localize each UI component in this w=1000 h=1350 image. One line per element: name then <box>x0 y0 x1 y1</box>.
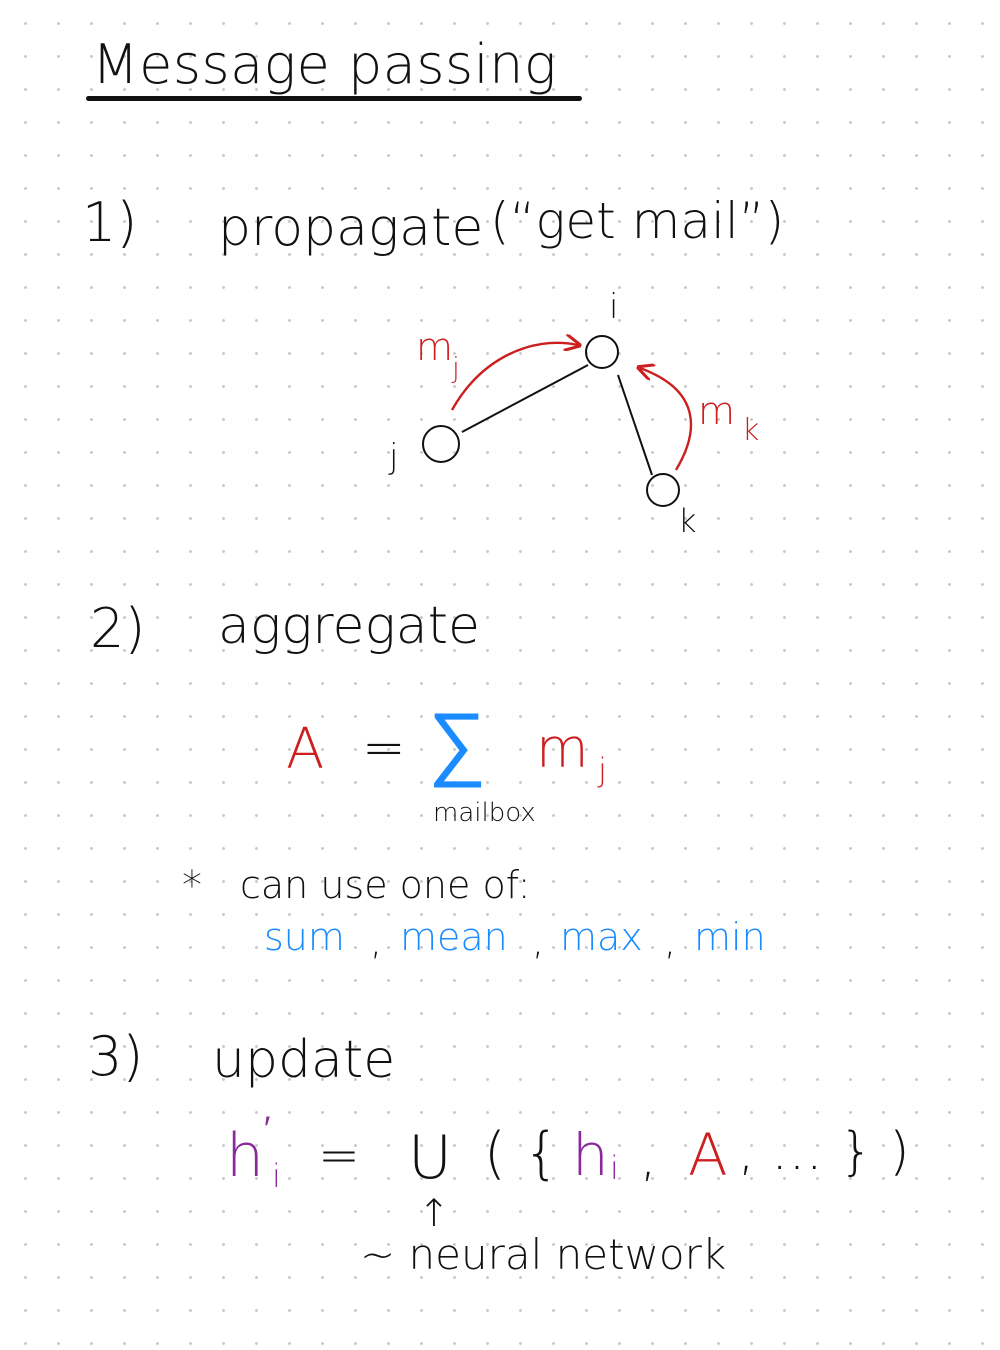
update-arg-h-subscript: i <box>610 1149 619 1187</box>
message-mj-subscript: j <box>452 351 460 384</box>
node-i-label: i <box>609 287 619 327</box>
message-mk-label: m <box>698 389 736 433</box>
option-separator: , <box>664 919 677 963</box>
edge-j-i <box>461 364 589 433</box>
sigma-subscript: mailbox <box>433 798 536 828</box>
step-2-number: 2) <box>90 597 146 660</box>
aggregate-term-subscript: j <box>598 751 607 789</box>
aggregate-equals: = <box>362 718 406 778</box>
step-1-note: (“get mail”) <box>490 192 785 250</box>
update-function: U <box>408 1123 452 1193</box>
update-lhs-prime: ′ <box>264 1109 271 1149</box>
option-max: max <box>560 915 643 959</box>
option-separator: , <box>532 919 545 963</box>
update-annotation: ~ neural network <box>360 1230 727 1279</box>
update-arrow: ↑ <box>418 1191 450 1235</box>
step-1-label: propagate <box>218 198 484 258</box>
node-k-label: k <box>678 502 697 540</box>
message-arrow-j <box>450 343 578 411</box>
update-arg-h: h <box>572 1121 609 1189</box>
node-k <box>646 473 680 507</box>
update-equals: = <box>318 1126 360 1184</box>
edge-i-k <box>617 374 653 476</box>
option-min: min <box>694 915 766 959</box>
update-comma: , <box>640 1128 657 1188</box>
message-arrow-k <box>640 368 693 471</box>
option-sum: sum <box>264 915 345 959</box>
sigma-symbol: ∑ <box>428 695 487 790</box>
message-mk-subscript: k <box>742 413 760 448</box>
option-mean: mean <box>400 915 508 959</box>
step-3-label: update <box>212 1030 396 1090</box>
update-open-brackets: ( { <box>484 1121 560 1186</box>
note-bullet: * <box>182 863 202 909</box>
node-i <box>585 335 619 369</box>
update-lhs: h <box>226 1121 265 1191</box>
page-title: Message passing <box>92 33 557 96</box>
aggregate-lhs: A <box>286 717 325 782</box>
node-j <box>422 425 460 463</box>
step-1-number: 1) <box>82 191 138 254</box>
update-arg-a: A <box>688 1121 728 1189</box>
option-separator: , <box>370 919 383 963</box>
note-text: can use one of: <box>240 863 531 907</box>
update-lhs-subscript: i <box>272 1157 281 1195</box>
aggregate-term: m <box>536 717 589 780</box>
title-underline <box>86 96 582 101</box>
step-2-label: aggregate <box>218 596 480 656</box>
step-3-number: 3) <box>88 1025 144 1088</box>
update-rest: , … } ) <box>738 1122 910 1182</box>
node-j-label: j <box>389 437 399 477</box>
message-mj-label: m <box>416 325 454 369</box>
